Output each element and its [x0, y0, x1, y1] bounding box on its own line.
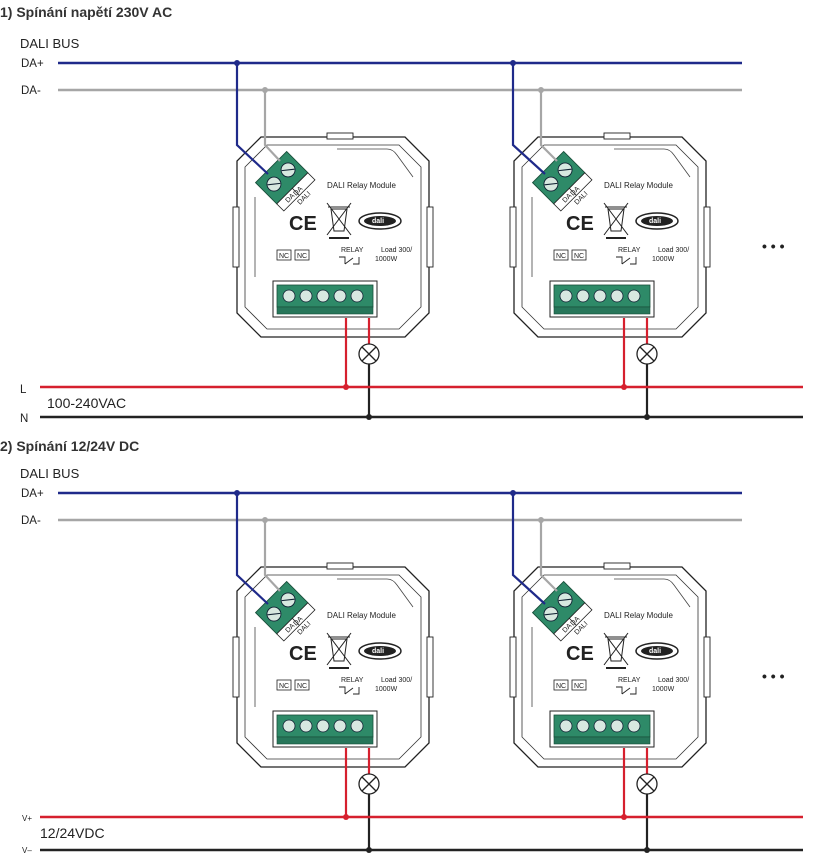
- section-heading: 2) Spínání 12/24V DC: [0, 438, 139, 454]
- da-minus-label: DA-: [21, 515, 41, 527]
- load-label: Load 300/: [381, 677, 412, 684]
- supply-label: 12/24VDC: [40, 825, 105, 841]
- da-plus-drop: [511, 63, 546, 175]
- dali-bus-label: DALI BUS: [20, 36, 80, 51]
- ce-mark: CE: [566, 213, 594, 235]
- da-minus-drop: [539, 520, 558, 592]
- dali-logo: dali: [372, 218, 384, 225]
- load-label-2: 1000W: [375, 686, 398, 693]
- section-dc: 2) Spínání 12/24V DC DALI BUS DA+ DA- DA…: [0, 438, 803, 855]
- load-label: Load 300/: [658, 247, 689, 254]
- nc-label: NC: [297, 253, 307, 260]
- continuation-dots: • • •: [762, 668, 785, 684]
- junction-dot: [538, 517, 544, 523]
- junction-dot: [234, 60, 240, 66]
- junction-dot: [343, 814, 349, 820]
- dali-logo: dali: [649, 648, 661, 655]
- load-label: Load 300/: [658, 677, 689, 684]
- nc-label: NC: [556, 683, 566, 690]
- nc-label: NC: [297, 683, 307, 690]
- nc-label: NC: [574, 683, 584, 690]
- module-name: DALI Relay Module: [604, 611, 673, 620]
- da-minus-drop: [263, 90, 281, 162]
- dali-logo: dali: [649, 218, 661, 225]
- junction-dot: [366, 847, 372, 853]
- da-plus-drop: [511, 493, 546, 605]
- lamp-icon: [358, 343, 380, 365]
- relay-label: RELAY: [341, 247, 364, 254]
- nc-label: NC: [574, 253, 584, 260]
- load-label-2: 1000W: [652, 256, 675, 263]
- nc-label: NC: [279, 683, 289, 690]
- lamp-icon: [636, 773, 658, 795]
- nc-label: NC: [556, 253, 566, 260]
- relay-label: RELAY: [618, 677, 641, 684]
- load-label-2: 1000W: [375, 256, 398, 263]
- module-name: DALI Relay Module: [327, 181, 396, 190]
- da-minus-drop: [263, 520, 281, 592]
- ce-mark: CE: [289, 643, 317, 665]
- junction-dot: [644, 847, 650, 853]
- load-label: Load 300/: [381, 247, 412, 254]
- da-plus-label: DA+: [21, 58, 44, 70]
- relay-module: DALI Relay Module CE RELAY Load 300/ 100…: [509, 132, 711, 338]
- lamp-icon: [358, 773, 380, 795]
- positive-label: V+: [22, 814, 32, 823]
- dali-logo: dali: [372, 648, 384, 655]
- neutral-label: N: [20, 413, 28, 425]
- supply-label: 100-240VAC: [47, 395, 126, 411]
- da-plus-drop: [235, 63, 269, 175]
- nc-label: NC: [279, 253, 289, 260]
- junction-dot: [234, 490, 240, 496]
- da-plus-label: DA+: [21, 488, 44, 500]
- junction-dot: [644, 414, 650, 420]
- relay-module: DALI Relay Module CE RELAY Load 300/ 100…: [232, 562, 434, 768]
- lamp-icon: [636, 343, 658, 365]
- da-plus-drop: [235, 493, 269, 605]
- section-ac: 1) Spínání napětí 230V AC DALI BUS DA+ D…: [0, 4, 803, 425]
- junction-dot: [262, 87, 268, 93]
- negative-label: V–: [22, 846, 32, 855]
- junction-dot: [366, 414, 372, 420]
- section-heading: 1) Spínání napětí 230V AC: [0, 4, 172, 20]
- continuation-dots: • • •: [762, 238, 785, 254]
- junction-dot: [262, 517, 268, 523]
- da-minus-drop: [539, 90, 558, 162]
- relay-module: DALI Relay Module CE RELAY Load 300/ 100…: [509, 562, 711, 768]
- da-minus-label: DA-: [21, 85, 41, 97]
- ce-mark: CE: [289, 213, 317, 235]
- junction-dot: [343, 384, 349, 390]
- load-label-2: 1000W: [652, 686, 675, 693]
- line-label: L: [20, 384, 27, 396]
- relay-label: RELAY: [341, 677, 364, 684]
- dali-bus-label: DALI BUS: [20, 466, 80, 481]
- junction-dot: [510, 60, 516, 66]
- junction-dot: [510, 490, 516, 496]
- junction-dot: [538, 87, 544, 93]
- relay-label: RELAY: [618, 247, 641, 254]
- module-name: DALI Relay Module: [604, 181, 673, 190]
- junction-dot: [621, 384, 627, 390]
- ce-mark: CE: [566, 643, 594, 665]
- junction-dot: [621, 814, 627, 820]
- module-name: DALI Relay Module: [327, 611, 396, 620]
- relay-module: DALI Relay Module CE RELAY Load 300/ 100…: [232, 132, 434, 338]
